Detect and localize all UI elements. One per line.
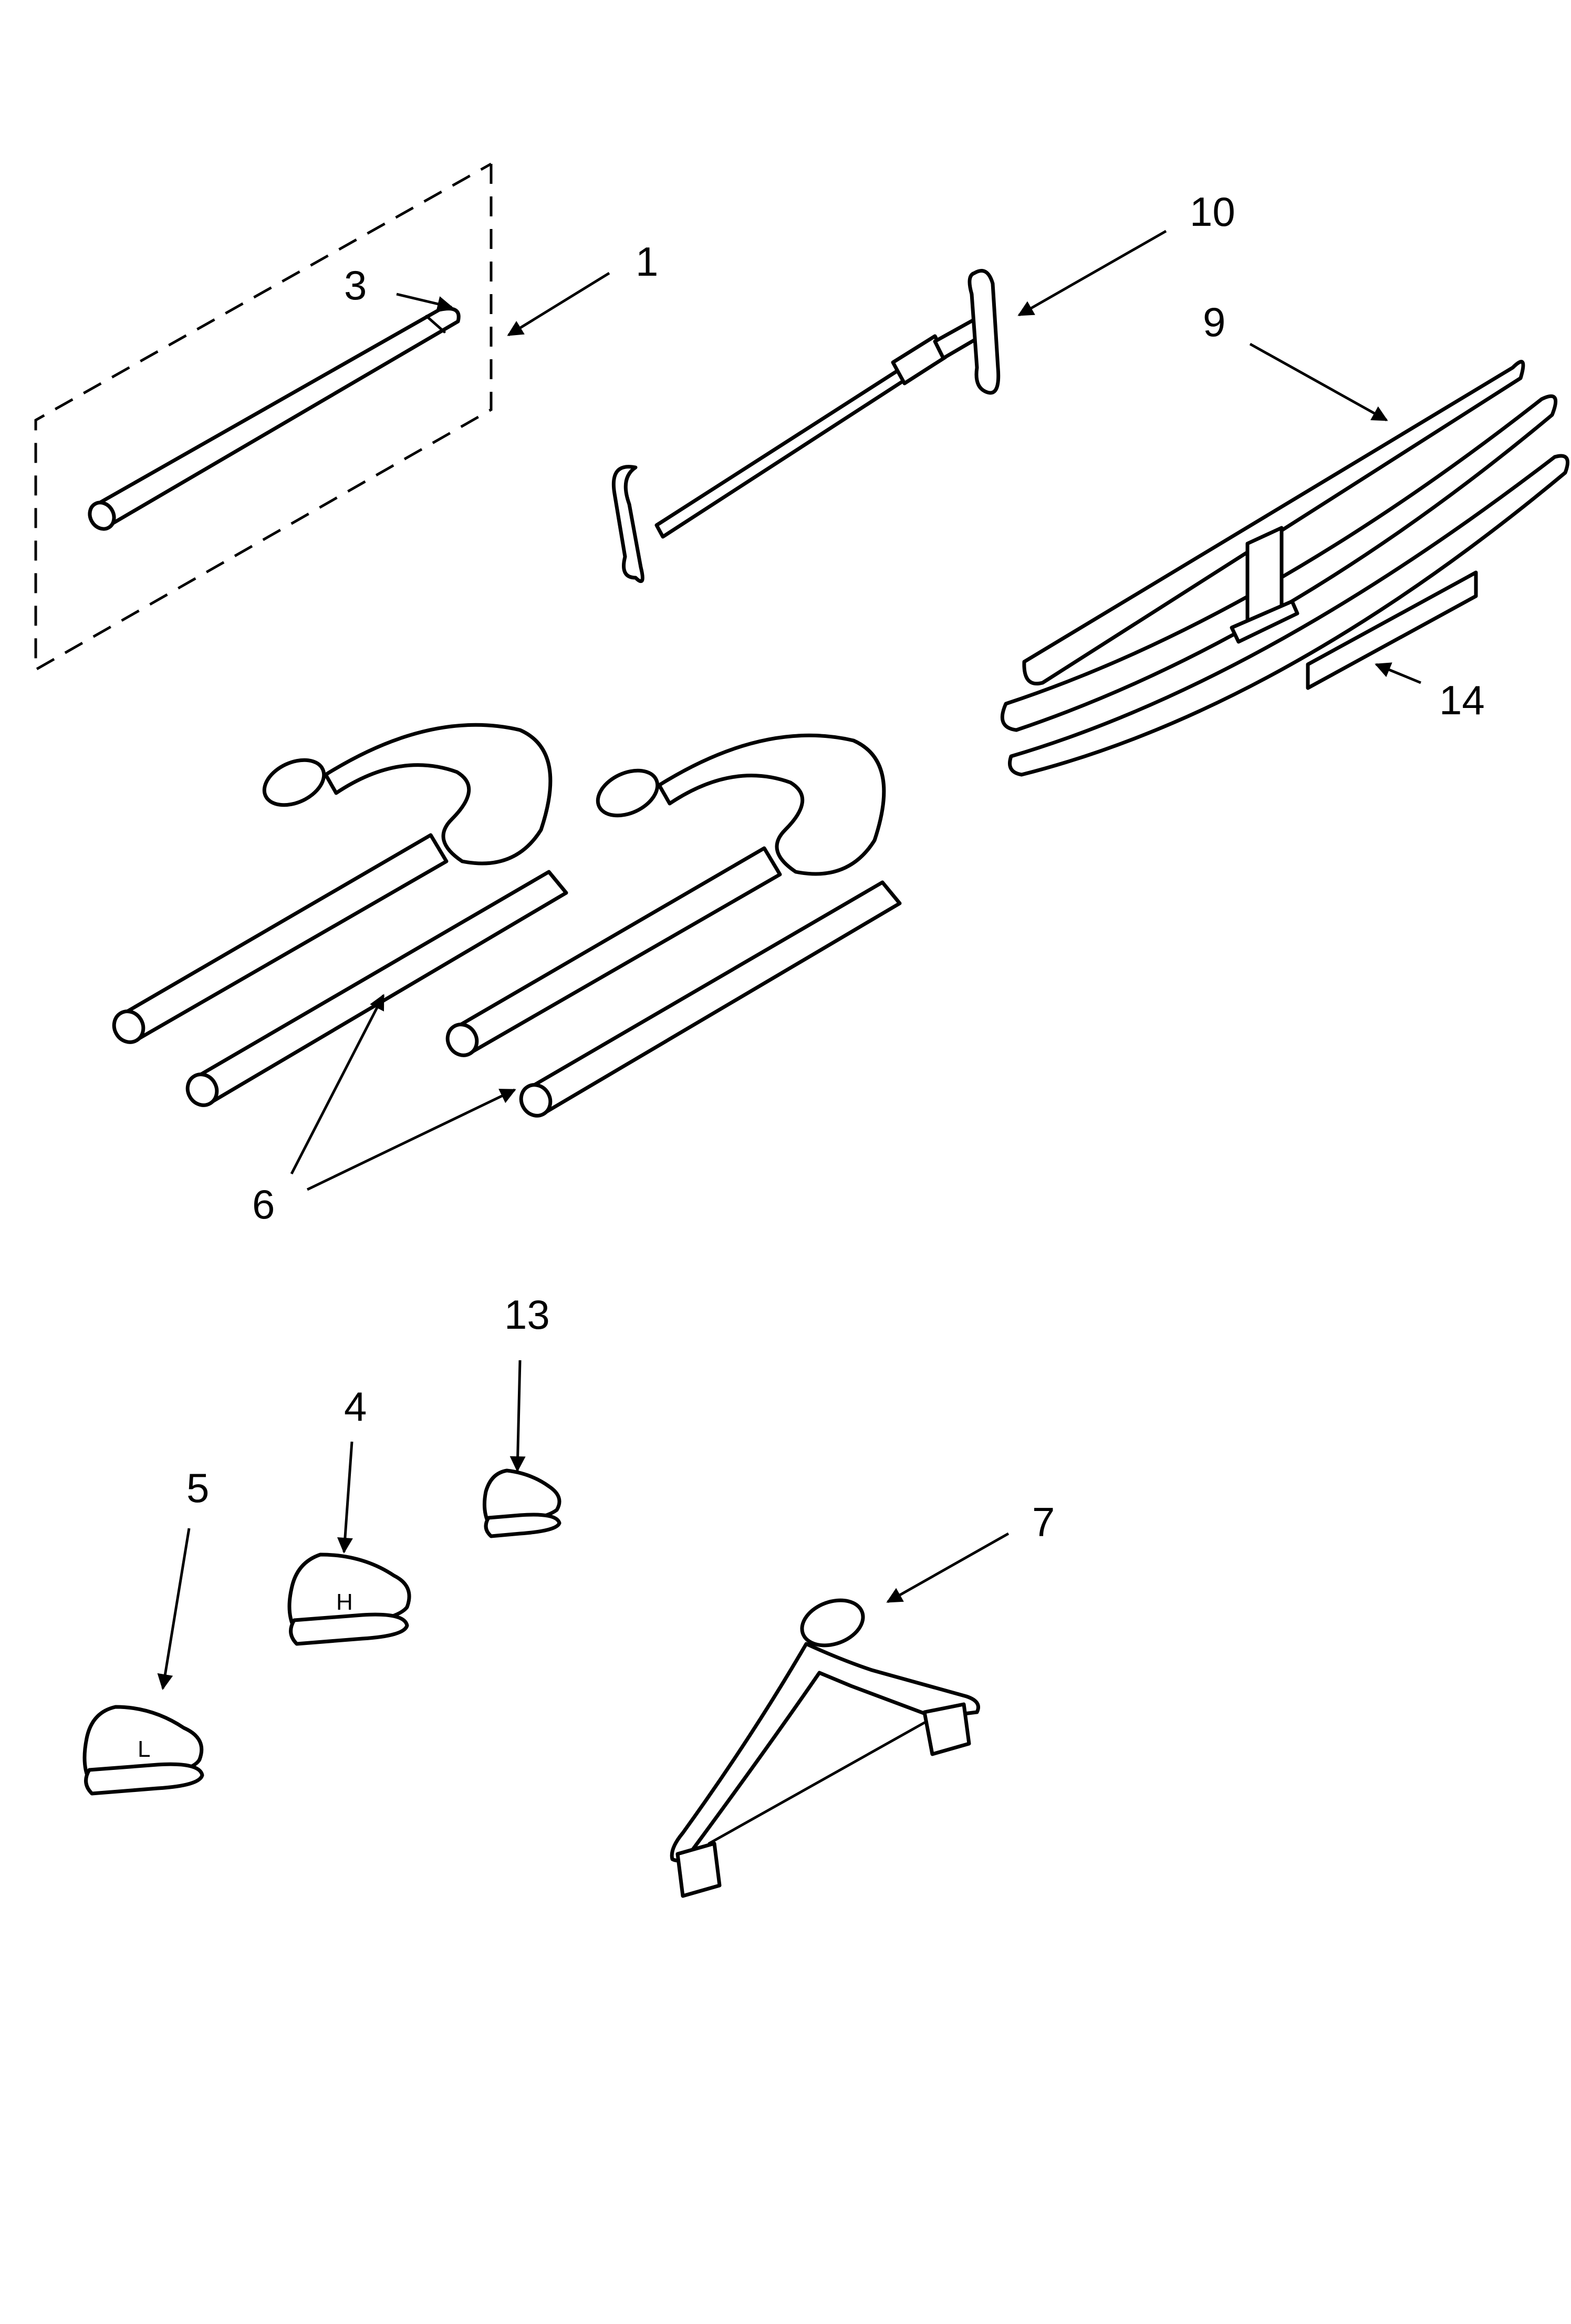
callout-13-leader bbox=[509, 1360, 526, 1472]
wand-middle bbox=[1000, 394, 1558, 732]
callout-14-leader bbox=[1375, 662, 1421, 684]
rack-left-hook bbox=[324, 723, 553, 866]
callout-13-label: 13 bbox=[504, 1291, 550, 1338]
dashed-kit-outline bbox=[34, 162, 493, 672]
callout-5-leader bbox=[157, 1528, 191, 1690]
rack-part-6-right bbox=[445, 733, 902, 1118]
rod-end-cap bbox=[88, 501, 116, 531]
rod-part-3 bbox=[88, 307, 461, 531]
foot-5-base bbox=[84, 1762, 204, 1796]
callout-4-label: 4 bbox=[344, 1383, 367, 1430]
foot-5-mark: L bbox=[138, 1736, 150, 1762]
foot-part-4: H bbox=[287, 1552, 411, 1646]
callout-4: 4 bbox=[337, 1383, 367, 1554]
kit-box-part-1 bbox=[34, 162, 493, 672]
callout-1-leader bbox=[507, 272, 610, 337]
callout-10-label: 10 bbox=[1190, 189, 1235, 235]
callout-6-leader-b bbox=[306, 1088, 516, 1191]
hanger-clip-right bbox=[922, 1702, 971, 1756]
rack-right-hook-ring bbox=[596, 768, 660, 818]
rack-left-bar-back bbox=[120, 833, 449, 1042]
hanger-part-7 bbox=[670, 1598, 980, 1898]
callout-9: 9 bbox=[1203, 299, 1388, 422]
callout-5-label: 5 bbox=[186, 1465, 209, 1511]
rack-right-bar-front-end bbox=[519, 1083, 553, 1118]
callout-1-label: 1 bbox=[636, 238, 658, 285]
foot-part-13 bbox=[482, 1468, 561, 1538]
rack-left-bar-front bbox=[194, 870, 568, 1105]
rack-left-bar-back-end bbox=[112, 1009, 145, 1044]
rack-right-bar-front bbox=[527, 880, 902, 1116]
rod-body bbox=[90, 307, 461, 527]
hanger-frame bbox=[670, 1642, 980, 1862]
handle-rod-shaft bbox=[654, 366, 910, 539]
callout-13: 13 bbox=[504, 1291, 550, 1472]
hanger-bar bbox=[708, 1721, 926, 1845]
callout-10: 10 bbox=[1017, 189, 1235, 317]
rack-right-bar-back bbox=[454, 846, 782, 1055]
handle-rod-tee-right bbox=[967, 269, 1001, 395]
rack-left-hook-ring bbox=[262, 758, 326, 807]
callout-7-label: 7 bbox=[1032, 1499, 1055, 1545]
hanger-clip-left bbox=[675, 1841, 722, 1898]
callout-3: 3 bbox=[344, 262, 453, 312]
callout-14: 14 bbox=[1375, 662, 1485, 723]
callout-6: 6 bbox=[252, 994, 516, 1227]
callout-6-label: 6 bbox=[252, 1181, 275, 1227]
handle-rod-tee-left bbox=[611, 465, 644, 583]
rod-end-band bbox=[425, 315, 446, 334]
rack-right-hook bbox=[657, 733, 886, 876]
callout-9-leader bbox=[1249, 342, 1388, 422]
wand-lower bbox=[1008, 454, 1569, 777]
callout-14-label: 14 bbox=[1439, 677, 1485, 723]
callout-3-leader bbox=[396, 293, 453, 312]
handle-rod-part-10 bbox=[611, 269, 1001, 583]
strip-body bbox=[1306, 570, 1478, 690]
rack-right-bar-back-end bbox=[445, 1023, 479, 1057]
callout-5: 5 bbox=[157, 1465, 209, 1690]
foot-13-base bbox=[484, 1513, 561, 1538]
callout-3-label: 3 bbox=[344, 262, 367, 308]
callout-10-leader bbox=[1017, 230, 1167, 317]
foot-4-base bbox=[289, 1612, 409, 1646]
foot-4-mark: H bbox=[336, 1589, 353, 1615]
callout-7: 7 bbox=[886, 1499, 1055, 1603]
wand-clip-base bbox=[1230, 599, 1299, 644]
foot-part-5: L bbox=[82, 1705, 204, 1796]
callout-7-leader bbox=[886, 1532, 1010, 1603]
callout-6-leader-a bbox=[290, 994, 385, 1175]
wand-upper bbox=[1022, 360, 1525, 685]
wand-assembly-part-9 bbox=[1000, 360, 1569, 777]
rack-left-bar-front-end bbox=[185, 1072, 219, 1107]
callout-1: 1 bbox=[507, 238, 658, 337]
hanger-hook-ring bbox=[800, 1598, 865, 1648]
callout-4-leader bbox=[337, 1441, 353, 1554]
callout-9-label: 9 bbox=[1203, 299, 1225, 345]
rack-part-6-left bbox=[112, 723, 568, 1107]
strip-part-14 bbox=[1306, 570, 1478, 690]
